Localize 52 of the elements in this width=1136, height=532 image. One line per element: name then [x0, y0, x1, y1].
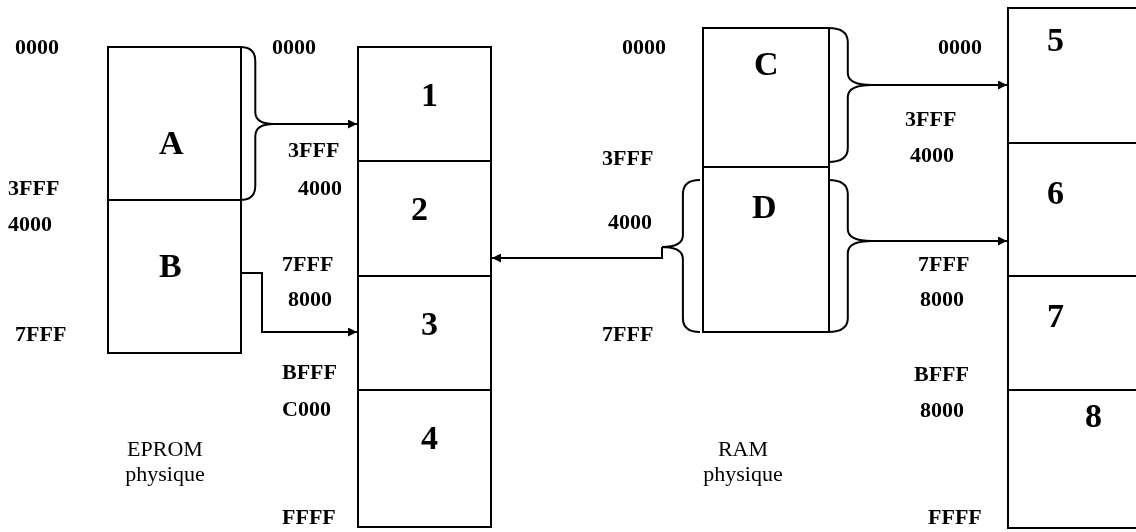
address-label: 7FFF: [282, 253, 334, 275]
block-label: C: [754, 47, 779, 81]
block-label: 8: [1085, 399, 1102, 433]
brace-arrow: [827, 27, 1008, 163]
block-label: 7: [1047, 299, 1064, 333]
address-label: 4000: [608, 211, 652, 233]
address-label: FFFF: [928, 506, 982, 528]
memory-block: [357, 275, 492, 391]
address-label: 7FFF: [918, 253, 970, 275]
block-label: 3: [421, 307, 438, 341]
address-label: 8000: [920, 399, 964, 421]
block-label: B: [159, 249, 182, 283]
brace-arrow: [241, 272, 358, 337]
memory-caption: RAM physique: [702, 436, 784, 487]
address-label: 4000: [910, 144, 954, 166]
address-label: 0000: [622, 36, 666, 58]
block-label: D: [752, 190, 777, 224]
address-label: 8000: [920, 288, 964, 310]
address-label: 0000: [938, 36, 982, 58]
block-label: A: [159, 126, 184, 160]
block-label: 1: [421, 78, 438, 112]
memory-block: [107, 199, 242, 354]
address-label: 0000: [272, 36, 316, 58]
address-label: BFFF: [914, 363, 969, 385]
address-label: 7FFF: [15, 323, 67, 345]
address-label: 7FFF: [602, 323, 654, 345]
block-label: 4: [421, 421, 438, 455]
address-label: 4000: [8, 213, 52, 235]
memory-block: [357, 46, 492, 162]
block-label: 6: [1047, 176, 1064, 210]
address-label: 3FFF: [8, 177, 60, 199]
block-label: 2: [411, 192, 428, 226]
address-label: 8000: [288, 288, 332, 310]
memory-block: [1007, 7, 1136, 144]
address-label: C000: [282, 398, 331, 420]
address-label: 3FFF: [602, 147, 654, 169]
brace-arrow: [827, 179, 1008, 333]
address-label: FFFF: [282, 506, 336, 528]
block-label: 5: [1047, 23, 1064, 57]
memory-block: [357, 160, 492, 277]
brace-arrow: [239, 46, 358, 201]
memory-block: [702, 27, 830, 168]
address-label: 4000: [298, 177, 342, 199]
memory-block: [702, 166, 830, 333]
memory-block: [1007, 389, 1136, 529]
address-label: BFFF: [282, 361, 337, 383]
address-label: 3FFF: [288, 139, 340, 161]
memory-block: [107, 46, 242, 201]
address-label: 0000: [15, 36, 59, 58]
address-label: 3FFF: [905, 108, 957, 130]
memory-caption: EPROM physique: [124, 436, 206, 487]
memory-block: [357, 389, 492, 528]
